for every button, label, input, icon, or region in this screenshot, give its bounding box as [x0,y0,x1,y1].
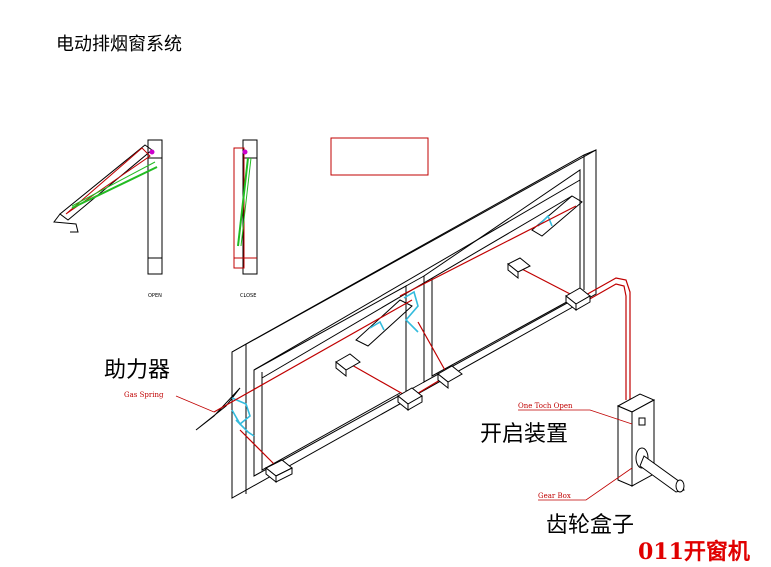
opener-en-label: One Toch Open [518,402,573,410]
close-actuator-arm [237,157,249,247]
detail-open [53,139,163,275]
detail-close [233,139,258,275]
empty-red-box [330,137,429,176]
opener-cn-label: 开启装置 [480,422,569,447]
gear-box-indicator [638,417,646,426]
opened-sashes [195,195,583,431]
cyan-brackets [231,214,553,437]
gear-box [616,393,685,493]
gearbox-en-label: Gear Box [538,492,571,500]
drive-blocks [265,257,591,484]
gearbox-cn-label: 齿轮盒子 [546,513,635,538]
detail-open-caption: OPEN [148,293,162,299]
page-title: 电动排烟窗系统 [56,34,182,55]
detail-close-label: CLOSE [240,293,256,299]
detail-close-caption: CLOSE [240,293,256,299]
gas-spring-cn-label: 助力器 [104,358,171,383]
open-actuator-arm [71,166,158,209]
gas-spring-en-label: Gas Spring [124,391,164,399]
open-sash [59,144,153,221]
detail-open-label: OPEN [148,293,162,299]
brand-watermark: 011开窗机 [638,539,750,565]
open-frame-profile [147,139,163,275]
close-sash [233,147,245,269]
leader-lines [175,395,633,501]
